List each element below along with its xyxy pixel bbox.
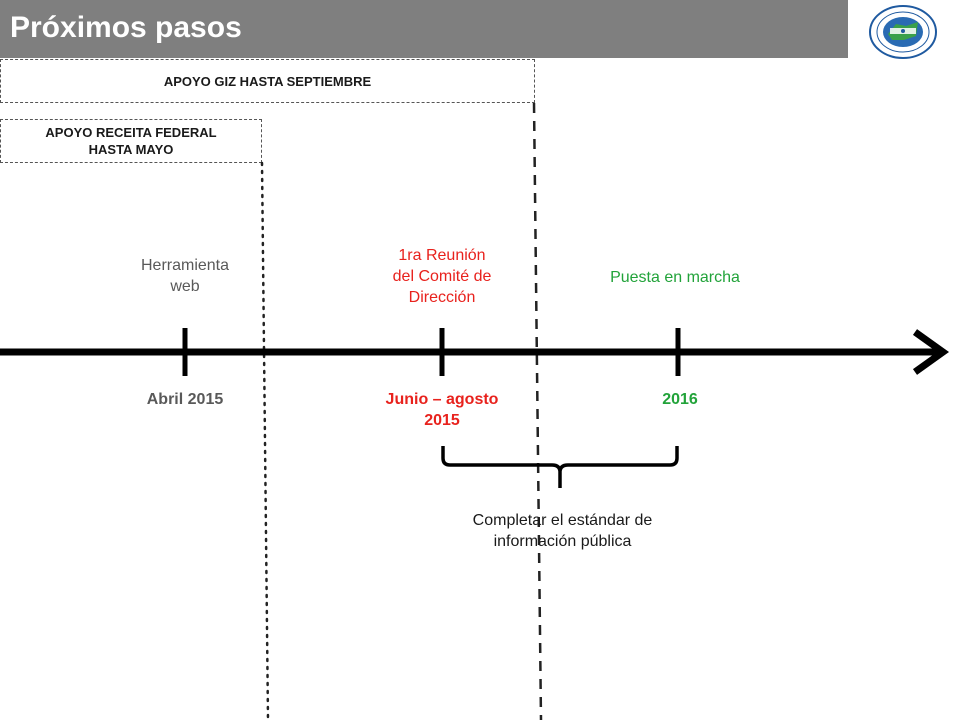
event-label-line: Dirección: [408, 289, 476, 306]
event-label-line: 1ra Reunión: [398, 247, 486, 264]
event-label-line: del Comité de: [392, 268, 492, 285]
date-label-line: 2016: [662, 391, 698, 408]
milestone-date-1: Abril 2015: [110, 389, 260, 410]
giz-support-box: APOYO GIZ HASTA SEPTIEMBRE: [0, 59, 535, 103]
event-label-line: Puesta en marcha: [610, 269, 740, 286]
giz-support-label: APOYO GIZ HASTA SEPTIEMBRE: [163, 73, 372, 89]
period-brace: [441, 446, 679, 488]
receita-end-dotted-line: [260, 161, 270, 720]
brace-label: Completar el estándar de información púb…: [440, 510, 685, 552]
event-label-committee-meeting: 1ra Reunión del Comité de Dirección: [362, 245, 522, 308]
receita-support-label-line2: HASTA MAYO: [88, 142, 174, 157]
header-bar: [0, 0, 848, 58]
event-label-line: web: [170, 278, 200, 295]
brace-label-line: Completar el estándar de: [472, 512, 653, 529]
event-label-line: Herramienta: [140, 257, 230, 274]
receita-support-box: APOYO RECEITA FEDERAL HASTA MAYO: [0, 119, 262, 163]
event-label-launch: Puesta en marcha: [580, 267, 770, 288]
date-label-line: Abril 2015: [146, 391, 224, 408]
timeline-arrowhead: [912, 329, 950, 375]
date-label-line: Junio – agosto: [385, 391, 499, 408]
receita-support-label-line1: APOYO RECEITA FEDERAL: [45, 125, 217, 140]
brace-label-line: información pública: [493, 533, 632, 550]
milestone-date-3: 2016: [610, 389, 750, 410]
institution-seal-icon: [869, 5, 937, 59]
event-label-web-tool: Herramienta web: [110, 255, 260, 297]
date-label-line: 2015: [424, 412, 460, 429]
milestone-date-2: Junio – agosto 2015: [362, 389, 522, 431]
giz-end-dashed-line: [532, 102, 543, 720]
page-title: Próximos pasos: [10, 11, 242, 44]
